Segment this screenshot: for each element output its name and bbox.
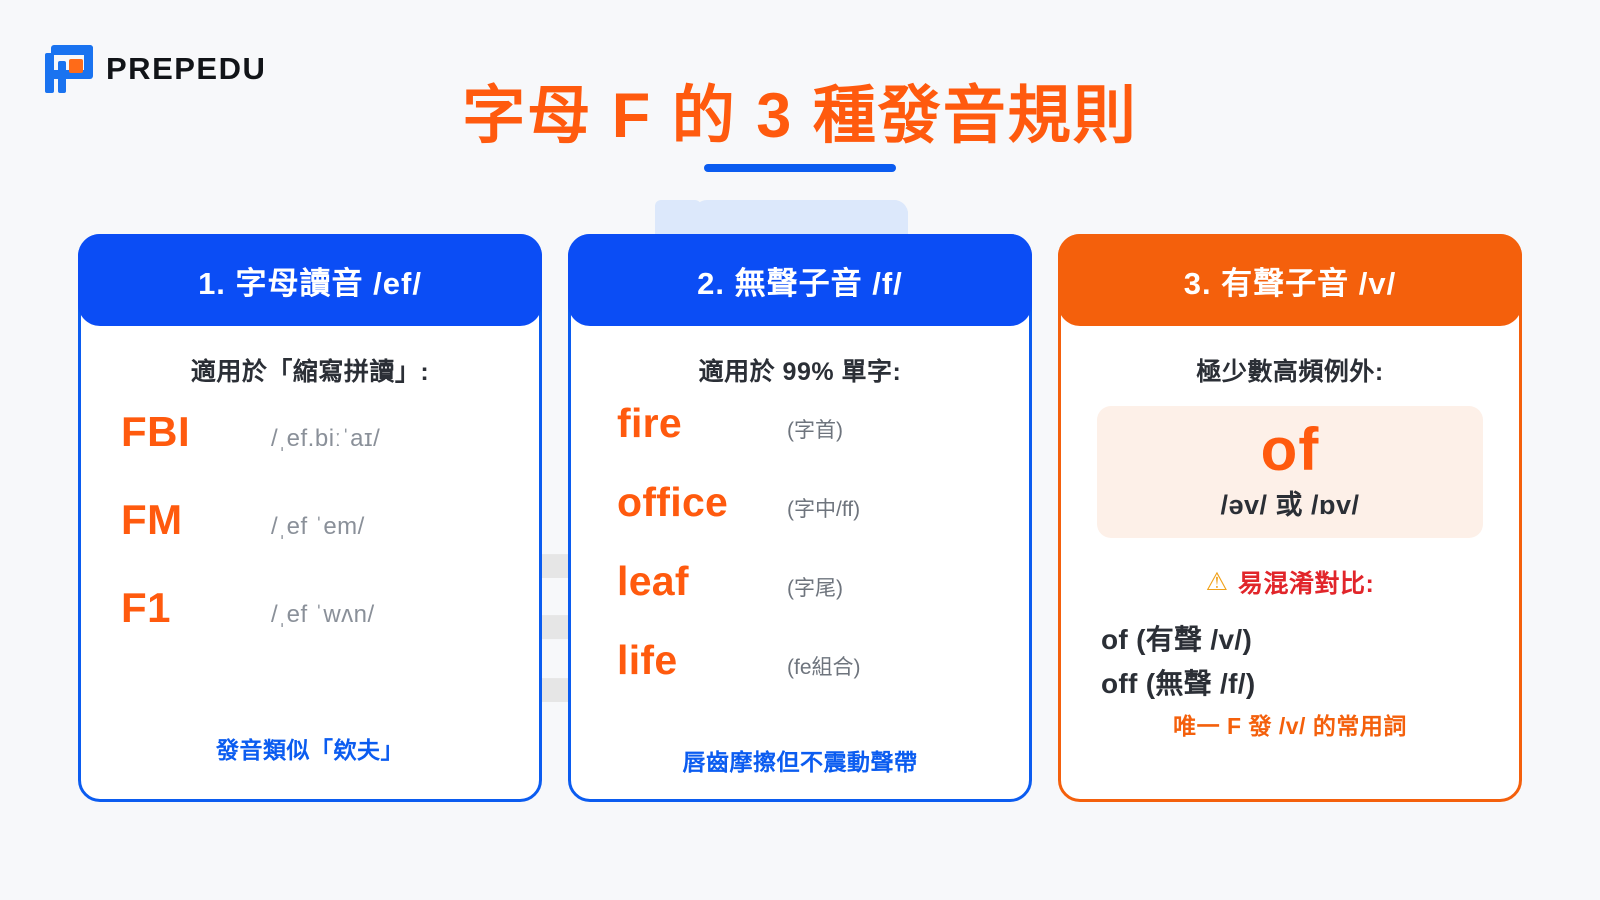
entry-note: (字首) [787,419,843,442]
entry-ipa: /ˌef ˈem/ [271,513,365,540]
card-1-footer: 發音類似「欸夫」 [216,737,404,763]
entry-word: leaf [617,558,689,604]
card-1-entry-list: FBI /ˌef.biːˈaɪ/ FM /ˌef ˈem/ F1 /ˌef ˈw… [111,408,509,632]
entry-note: (字中/ff) [787,498,861,521]
entry-note: (fe組合) [787,656,861,679]
card-2-heading: 2. 無聲子音 /f/ [568,234,1032,326]
rules-card-row: 1. 字母讀音 /ef/ 適用於「縮寫拼讀」: FBI /ˌef.biːˈaɪ/… [0,234,1600,804]
entry-ipa: /ˌef ˈwʌn/ [271,601,375,628]
list-item: leaf (字尾) [617,558,999,605]
brand-name: PREPEDU [106,51,267,86]
entry-note: (字尾) [787,577,843,600]
highlight-word-box: of /əv/ 或 /ɒv/ [1097,406,1483,538]
list-item: off (無聲 /f/) [1101,668,1256,699]
entry-word: F1 [121,584,172,631]
card-3-footer: 唯一 F 發 /v/ 的常用詞 [1173,713,1407,739]
title-underline [704,164,896,173]
entry-word: office [617,479,729,525]
highlight-ipa: /əv/ 或 /ɒv/ [1220,490,1360,520]
card-letter-name: 1. 字母讀音 /ef/ 適用於「縮寫拼讀」: FBI /ˌef.biːˈaɪ/… [78,234,542,802]
card-voiced: 3. 有聲子音 /v/ 極少數高頻例外: of /əv/ 或 /ɒv/ ⚠ 易混… [1058,234,1522,802]
list-item: FBI /ˌef.biːˈaɪ/ [121,408,509,456]
warning-triangle-icon: ⚠ [1205,567,1229,596]
card-1-heading: 1. 字母讀音 /ef/ [78,234,542,326]
page-title: 字母 F 的 3 種發音規則 [462,81,1138,151]
list-item: F1 /ˌef ˈwʌn/ [121,584,509,632]
confusion-warning: ⚠ 易混淆對比: [1091,564,1489,600]
list-item: of (有聲 /v/) [1101,624,1253,655]
page-title-block: 字母 F 的 3 種發音規則 [0,80,1600,173]
entry-ipa: /ˌef.biːˈaɪ/ [271,425,381,452]
list-item: life (fe組合) [617,637,999,684]
comparison-list: of (有聲 /v/) off (無聲 /f/) [1091,618,1489,702]
card-3-heading: 3. 有聲子音 /v/ [1058,234,1522,326]
list-item: FM /ˌef ˈem/ [121,496,509,544]
card-1-subtitle: 適用於「縮寫拼讀」: [190,358,430,386]
highlight-word: of [1260,416,1320,483]
brand-logo: PREPEDU [45,45,266,93]
card-2-body: 適用於 99% 單字: fire (字首) office (字中/ff) lea… [571,326,1029,799]
card-3-body: 極少數高頻例外: of /əv/ 或 /ɒv/ ⚠ 易混淆對比: of (有聲 … [1061,326,1519,799]
card-voiceless: 2. 無聲子音 /f/ 適用於 99% 單字: fire (字首) office… [568,234,1032,802]
list-item: fire (字首) [617,400,999,447]
entry-word: FBI [121,408,191,455]
list-item: office (字中/ff) [617,479,999,526]
card-2-entry-list: fire (字首) office (字中/ff) leaf (字尾) life … [601,400,999,684]
card-1-body: 適用於「縮寫拼讀」: FBI /ˌef.biːˈaɪ/ FM /ˌef ˈem/… [81,326,539,799]
entry-word: life [617,637,678,683]
prep-logo-mark-icon [45,45,93,93]
warning-label: 易混淆對比: [1238,570,1375,598]
card-2-subtitle: 適用於 99% 單字: [698,358,902,386]
entry-word: FM [121,496,183,543]
card-2-footer: 唇齒摩擦但不震動聲帶 [682,749,918,775]
card-3-subtitle: 極少數高頻例外: [1196,358,1384,386]
entry-word: fire [617,400,683,446]
